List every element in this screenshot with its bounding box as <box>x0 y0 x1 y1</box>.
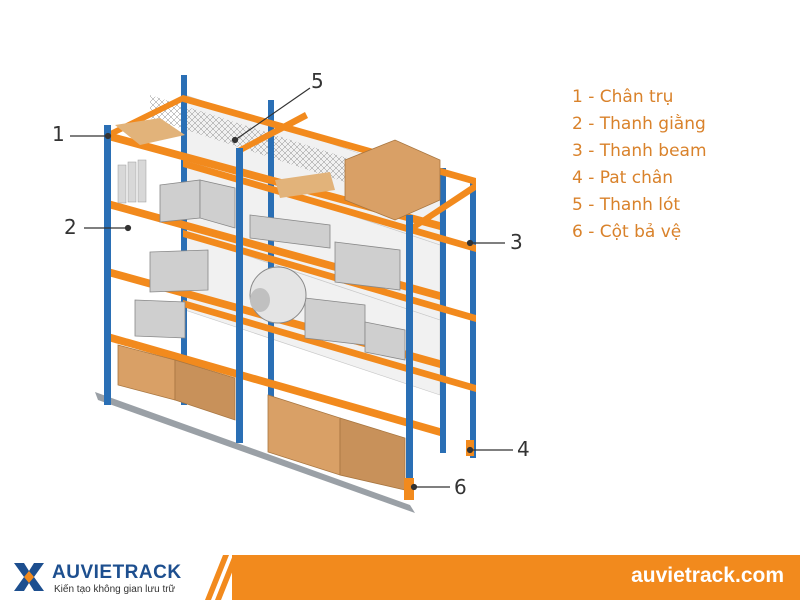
site-url-link[interactable]: auvietrack.com <box>631 564 784 587</box>
callout-2: 2 <box>64 215 77 239</box>
legend-item-support-bar: 5 - Thanh lót <box>572 195 681 215</box>
callout-5: 5 <box>311 69 324 93</box>
legend-item-footplate: 4 - Pat chân <box>572 168 674 188</box>
callout-6: 6 <box>454 475 467 499</box>
footer-bar: AUVIETRACK Kiến tạo không gian lưu trữ a… <box>0 555 800 600</box>
grey-bins <box>134 179 406 361</box>
floor-rail <box>95 392 415 513</box>
cardboard-boxes <box>115 118 441 491</box>
footer-logo-area: AUVIETRACK Kiến tạo không gian lưu trữ <box>0 555 239 600</box>
brand-name: AUVIETRACK <box>52 562 182 583</box>
legend-item-upright: 1 - Chân trụ <box>572 87 674 107</box>
top-mesh-panel <box>150 95 400 200</box>
rack-illustration <box>70 75 513 513</box>
footer-stripes-decor <box>205 555 239 600</box>
legend-item-guard-post: 6 - Cột bả vệ <box>572 222 682 242</box>
legend-item-beam: 3 - Thanh beam <box>572 141 707 161</box>
callout-3: 3 <box>510 230 523 254</box>
legend-item-bracing: 2 - Thanh giằng <box>572 114 706 134</box>
callout-4: 4 <box>517 437 530 461</box>
component-legend: 1 - Chân trụ 2 - Thanh giằng 3 - Thanh b… <box>572 84 707 246</box>
callout-1: 1 <box>52 122 65 146</box>
paper-rolls <box>117 159 307 324</box>
auvietrack-logo-icon <box>14 563 44 591</box>
callout-lines <box>70 87 513 491</box>
brand-tagline: Kiến tạo không gian lưu trữ <box>54 584 176 595</box>
front-uprights <box>104 125 413 500</box>
